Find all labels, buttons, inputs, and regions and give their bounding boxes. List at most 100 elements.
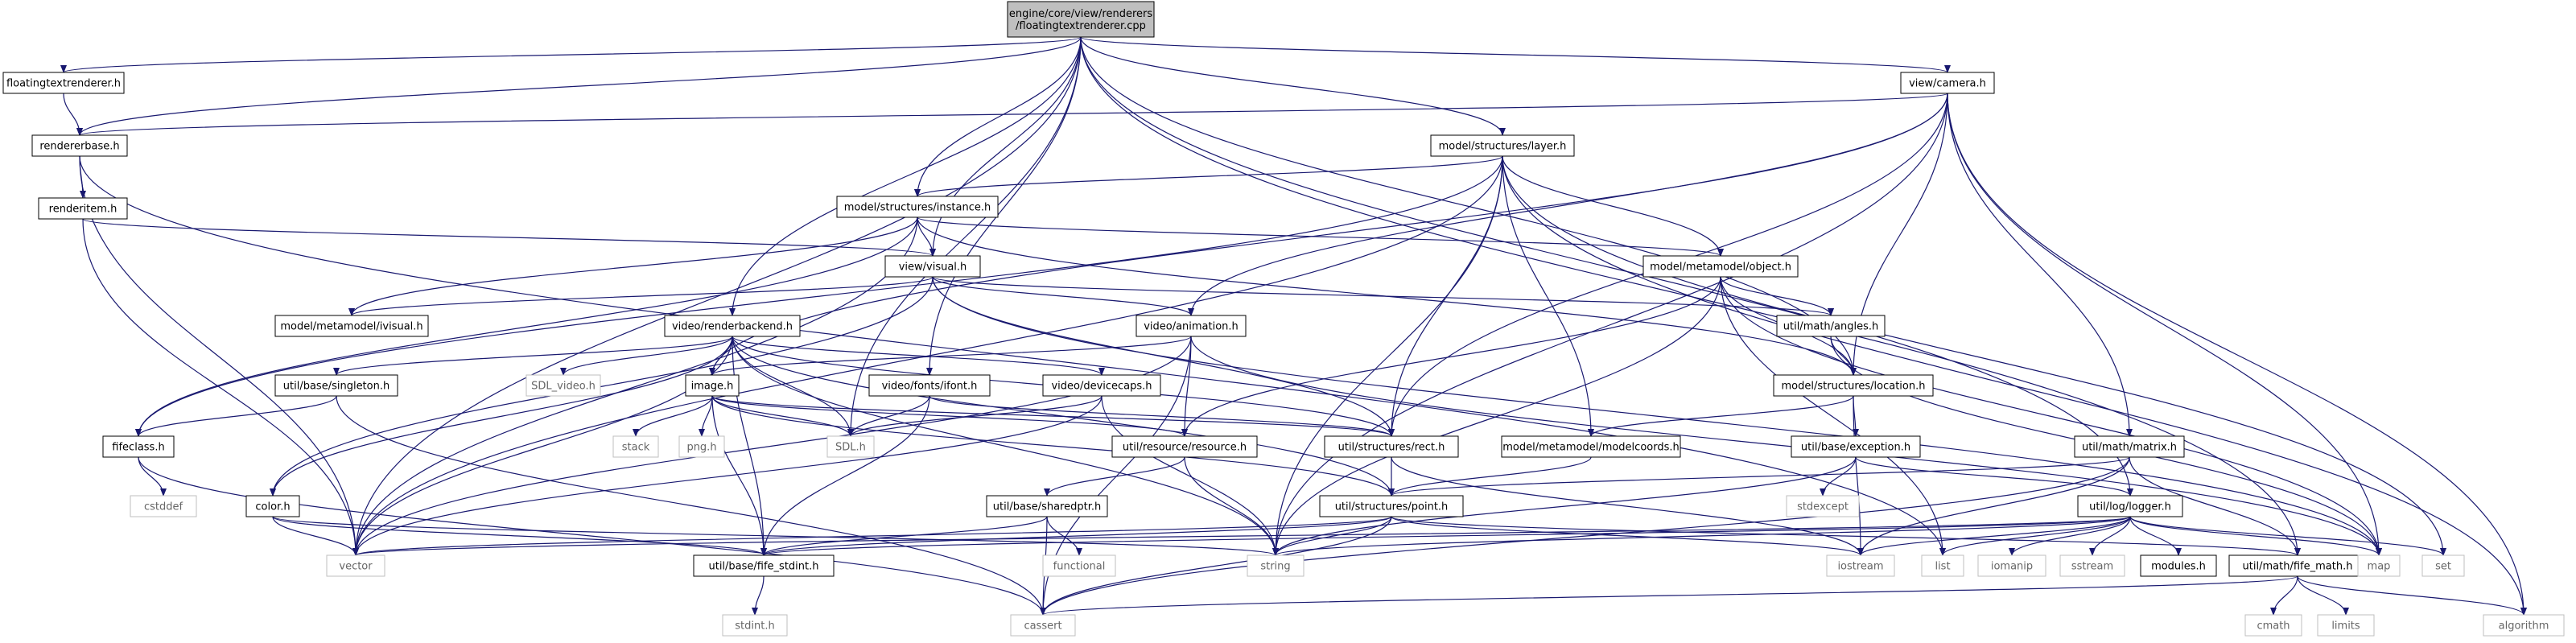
node-label-iomanip: iomanip	[1991, 561, 2033, 573]
edge-instance_h-to-object_h	[917, 216, 1724, 257]
node-label-sharedptr_h: util/base/sharedptr.h	[993, 501, 1101, 513]
node-animation_h[interactable]: video/animation.h	[1136, 315, 1247, 337]
node-vector: vector	[326, 554, 385, 577]
node-box-animation_h	[1136, 315, 1247, 337]
edge-modelcoords_h-to-point_h	[1388, 456, 1592, 497]
node-box-angles_h	[1776, 315, 1886, 337]
node-label-object_h: model/metamodel/object.h	[1650, 262, 1791, 274]
node-functional: functional	[1042, 554, 1116, 577]
node-camera_h[interactable]: view/camera.h	[1900, 72, 1995, 94]
edge-root-to-instance_h	[914, 36, 1082, 197]
edge-rendererbase_h-to-vector	[79, 155, 359, 556]
edge-layer_h-to-fifeclass_h	[135, 155, 1503, 437]
node-box-list	[1921, 554, 1964, 577]
edge-renderitem_h-to-visual_h	[82, 218, 936, 257]
node-ifont_h[interactable]: video/fonts/ifont.h	[868, 374, 991, 397]
node-box-sdl_video_h	[526, 374, 601, 397]
node-resource_h[interactable]: util/resource/resource.h	[1111, 435, 1258, 458]
node-box-stdint_h	[722, 614, 788, 637]
node-limits: limits	[2317, 614, 2375, 637]
edge-color_h-to-vector	[272, 516, 359, 556]
node-box-exception_h	[1791, 435, 1921, 458]
edge-animation_h-to-vector	[352, 336, 1192, 556]
node-renderbackend_h[interactable]: video/renderbackend.h	[664, 315, 801, 337]
edge-camera_h-to-map	[1947, 93, 2382, 556]
edge-instance_h-to-ivisual_h	[348, 216, 918, 316]
edge-animation_h-to-map	[1190, 336, 2382, 556]
node-root[interactable]: engine/core/view/renderers/floatingtextr…	[1007, 1, 1155, 38]
node-box-floatingtextrenderer_h	[2, 72, 125, 94]
edge-layer_h-to-set	[1502, 155, 2446, 556]
edge-color_h-to-fife_stdint_h	[272, 516, 767, 556]
node-box-image_h	[685, 374, 740, 397]
node-label-stdexcept: stdexcept	[1797, 501, 1849, 513]
edge-singleton_h-to-fifeclass_h	[135, 395, 337, 437]
node-point_h[interactable]: util/structures/point.h	[1319, 495, 1464, 517]
node-label-set: set	[2435, 561, 2451, 573]
node-modelcoords_h[interactable]: model/metamodel/modelcoords.h	[1501, 435, 1681, 458]
node-box-string	[1247, 554, 1304, 577]
node-box-renderitem_h	[38, 197, 128, 220]
node-angles_h[interactable]: util/math/angles.h	[1776, 315, 1886, 337]
edge-image_h-to-stack	[633, 395, 713, 437]
node-instance_h[interactable]: model/structures/instance.h	[836, 196, 999, 218]
node-label-resource_h: util/resource/resource.h	[1123, 442, 1247, 454]
edge-image_h-to-point_h	[711, 395, 1395, 497]
node-iomanip: iomanip	[1977, 554, 2046, 577]
node-matrix_h[interactable]: util/math/matrix.h	[2074, 435, 2185, 458]
edge-layer_h-to-string	[1272, 155, 1503, 556]
node-color_h[interactable]: color.h	[245, 495, 300, 517]
edge-fife_math_h-to-cmath	[2270, 575, 2298, 616]
node-label-color_h: color.h	[255, 501, 290, 513]
edge-instance_h-to-fifeclass_h	[135, 216, 918, 437]
node-rendererbase_h[interactable]: rendererbase.h	[31, 134, 128, 157]
node-object_h[interactable]: model/metamodel/object.h	[1642, 255, 1799, 278]
node-png_h: png.h	[678, 435, 725, 458]
node-box-limits	[2317, 614, 2375, 637]
edge-root-to-sdl_h	[847, 36, 1082, 437]
edge-visual_h-to-angles_h	[932, 276, 1834, 316]
edge-layer_h-to-modelcoords_h	[1502, 155, 1594, 437]
node-exception_h[interactable]: util/base/exception.h	[1791, 435, 1921, 458]
node-fife_stdint_h[interactable]: util/base/fife_stdint.h	[693, 554, 835, 577]
node-box-resource_h	[1111, 435, 1258, 458]
node-fifeclass_h[interactable]: fifeclass.h	[102, 435, 175, 458]
node-layer_h[interactable]: model/structures/layer.h	[1430, 134, 1575, 157]
node-algorithm: algorithm	[2483, 614, 2565, 637]
edge-location_h-to-iostream	[1853, 395, 1864, 556]
node-label-map: map	[2368, 561, 2391, 573]
edge-sharedptr_h-to-functional	[1046, 516, 1082, 556]
edge-layer_h-to-object_h	[1502, 155, 1724, 257]
node-box-fife_math_h	[2228, 554, 2367, 577]
node-label-sdl_video_h: SDL_video.h	[531, 381, 596, 393]
edge-renderitem_h-to-vector	[82, 218, 359, 556]
node-rect_h[interactable]: util/structures/rect.h	[1324, 435, 1459, 458]
edge-logger_h-to-list	[1939, 516, 2131, 556]
edge-logger_h-to-string	[1272, 516, 2131, 556]
node-devicecaps_h[interactable]: video/devicecaps.h	[1042, 374, 1161, 397]
node-fife_math_h[interactable]: util/math/fife_math.h	[2228, 554, 2367, 577]
node-renderitem_h[interactable]: renderitem.h	[38, 197, 128, 220]
node-modules_h[interactable]: modules.h	[2140, 554, 2217, 577]
node-sharedptr_h[interactable]: util/base/sharedptr.h	[986, 495, 1108, 517]
node-singleton_h[interactable]: util/base/singleton.h	[274, 374, 398, 397]
node-box-vector	[326, 554, 385, 577]
node-floatingtextrenderer_h[interactable]: floatingtextrenderer.h	[2, 72, 125, 94]
edge-point_h-to-fife_math_h	[1391, 516, 2301, 556]
edge-instance_h-to-vector	[352, 216, 918, 556]
node-box-functional	[1042, 554, 1116, 577]
node-label-ivisual_h: model/metamodel/ivisual.h	[280, 321, 422, 333]
node-location_h[interactable]: model/structures/location.h	[1773, 374, 1934, 397]
node-box-png_h	[678, 435, 725, 458]
node-label-limits: limits	[2331, 620, 2360, 633]
node-box-object_h	[1642, 255, 1799, 278]
node-logger_h[interactable]: util/log/logger.h	[2077, 495, 2183, 517]
node-image_h[interactable]: image.h	[685, 374, 740, 397]
edge-logger_h-to-iomanip	[2009, 516, 2131, 556]
node-visual_h[interactable]: view/visual.h	[884, 255, 981, 278]
edge-root-to-visual_h	[929, 36, 1082, 257]
node-ivisual_h[interactable]: model/metamodel/ivisual.h	[274, 315, 429, 337]
node-box-root	[1007, 1, 1155, 38]
node-sdl_h: SDL.h	[826, 435, 875, 458]
edge-image_h-to-rect_h	[711, 395, 1395, 437]
